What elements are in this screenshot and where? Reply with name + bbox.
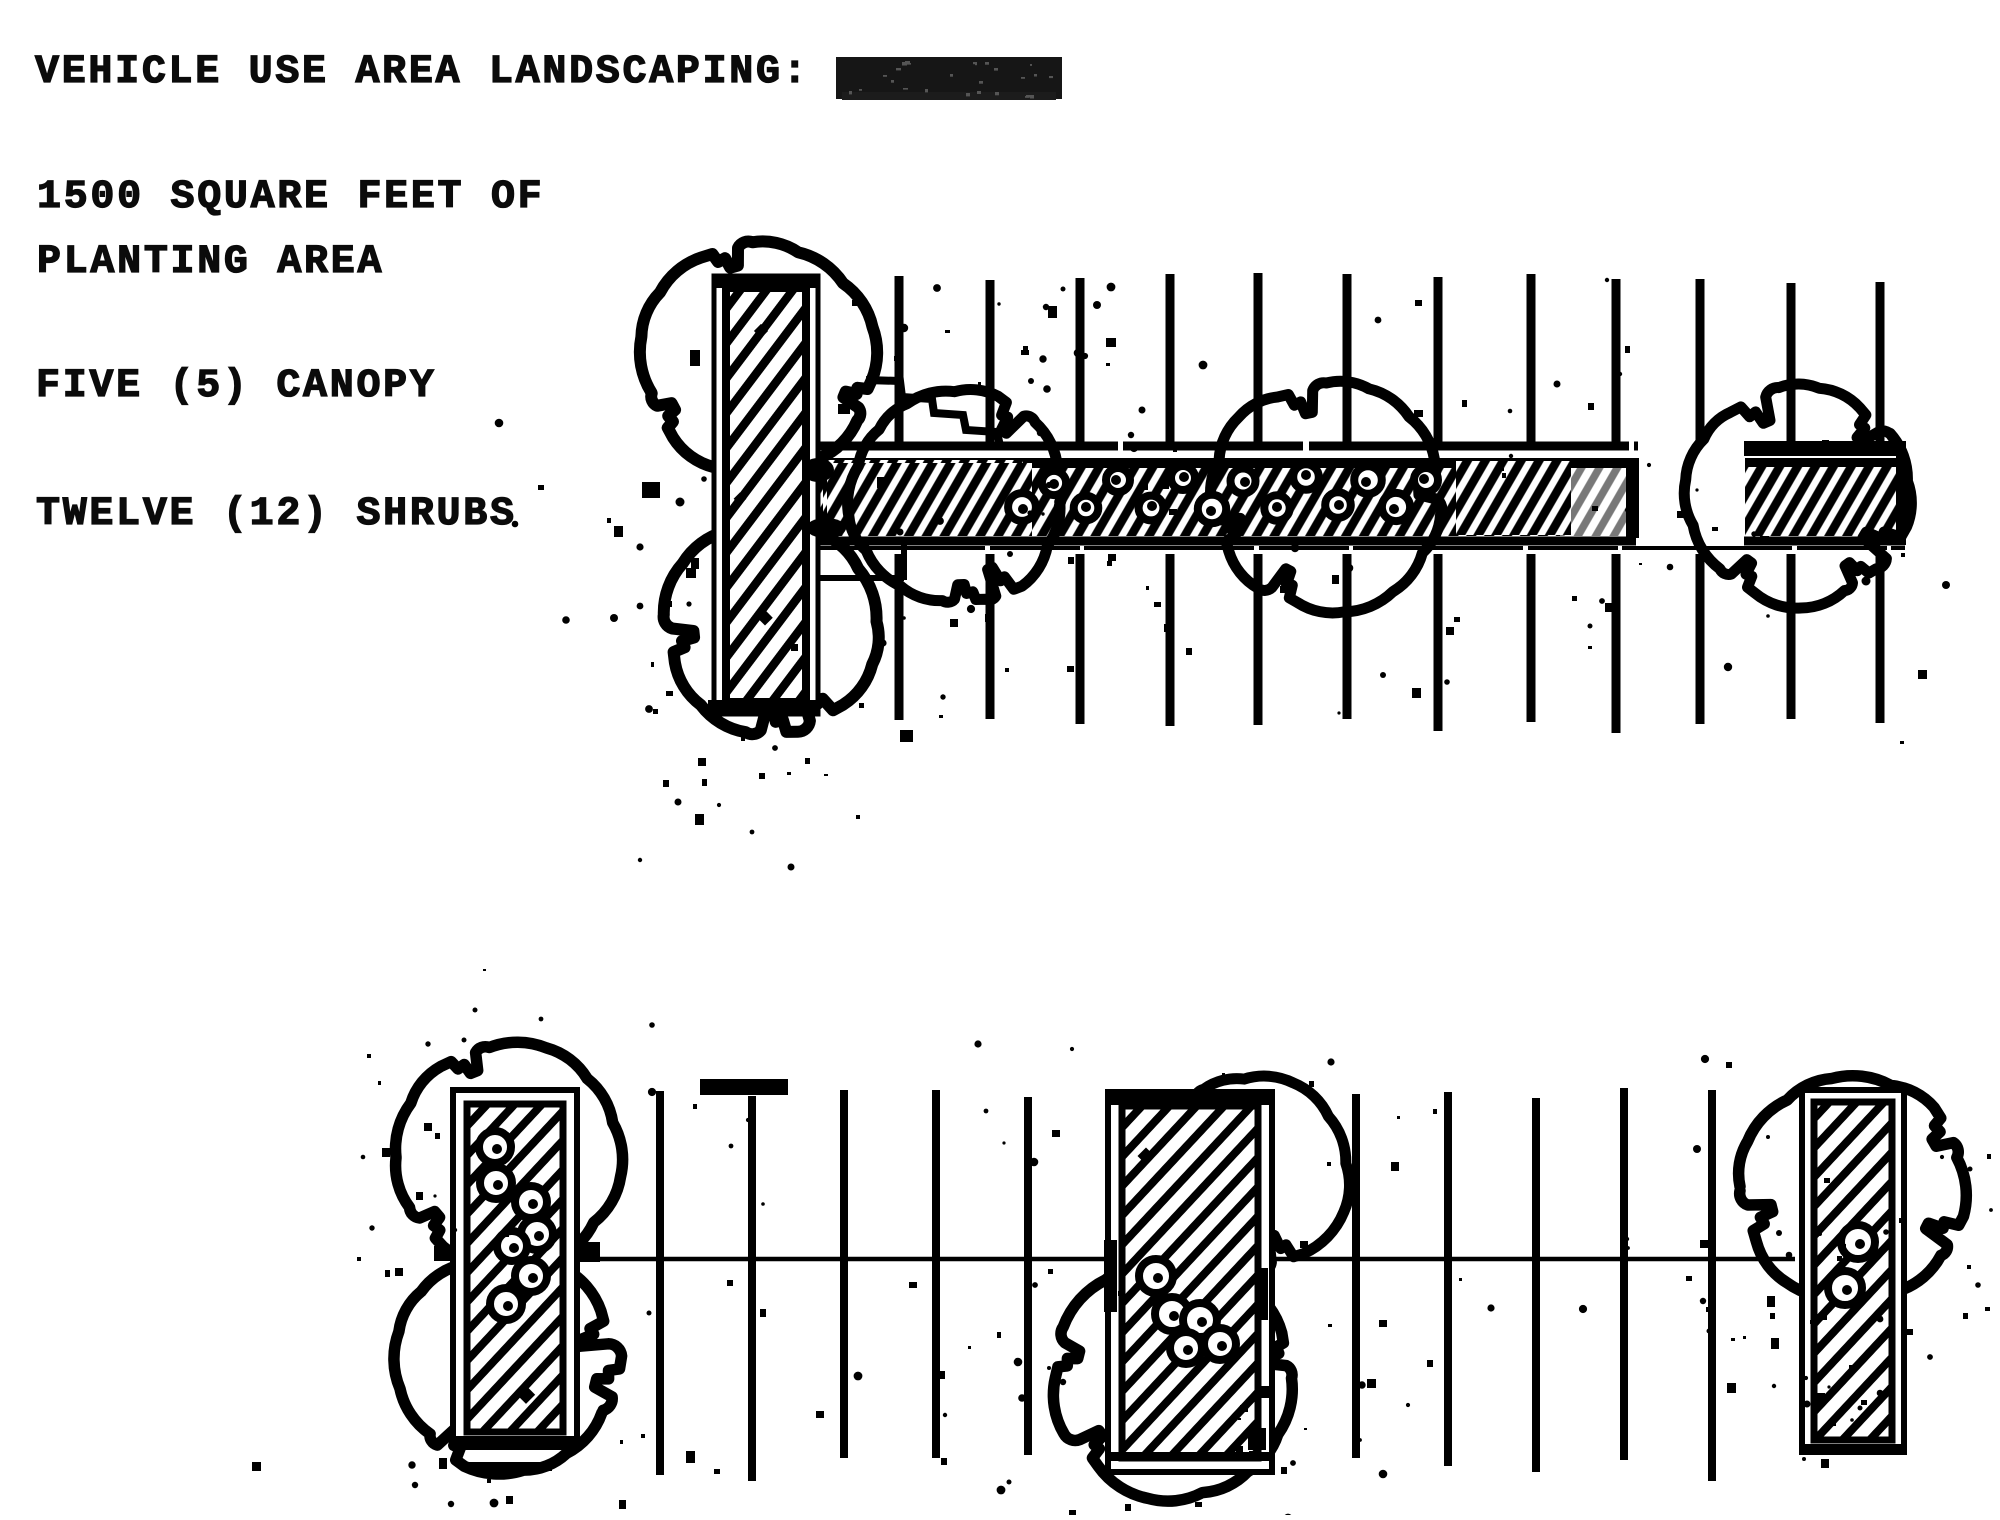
svg-text:PLANTING AREA: PLANTING AREA [37,240,384,285]
svg-text:VEHICLE USE AREA LANDSCAPING:: VEHICLE USE AREA LANDSCAPING: [35,50,809,95]
svg-text:TWELVE (12) SHRUBS: TWELVE (12) SHRUBS [36,492,517,537]
svg-text:FIVE (5) CANOPY: FIVE (5) CANOPY [36,364,437,409]
svg-text:1500 SQUARE FEET OF: 1500 SQUARE FEET OF [37,175,544,220]
